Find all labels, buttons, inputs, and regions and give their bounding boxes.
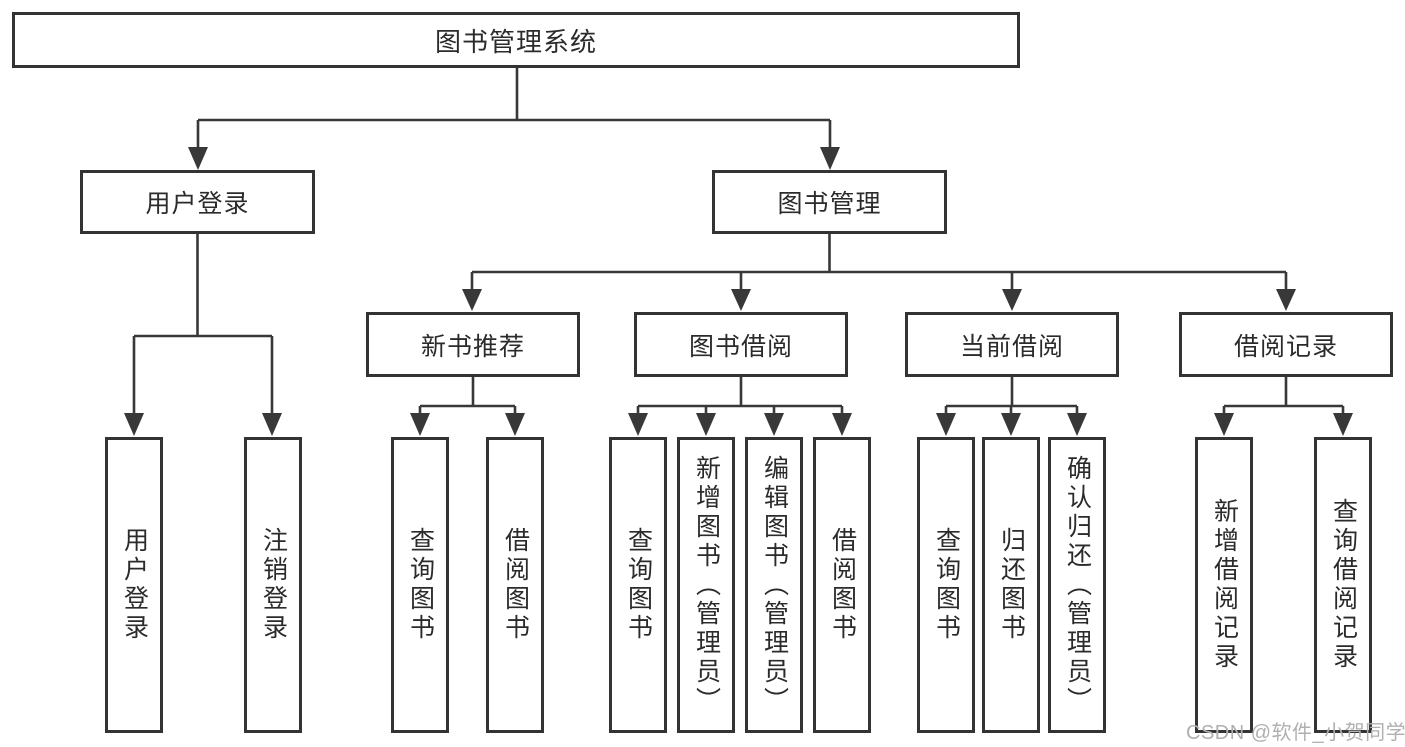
node-label: 当前借阅 — [959, 332, 1064, 361]
leaf-confirm-return-admin: 确认归还（管理员） — [1048, 437, 1106, 733]
node-label: 借阅记录 — [1233, 332, 1338, 361]
leaf-borrow-books-recommend: 借阅图书 — [486, 437, 544, 733]
leaf-edit-book-admin: 编辑图书（管理员） — [745, 437, 803, 733]
node-book-management: 图书管理 — [712, 170, 947, 234]
node-label: 新书推荐 — [420, 332, 525, 361]
node-label: 用户登录 — [120, 527, 149, 643]
node-label: 图书管理系统 — [434, 26, 597, 57]
node-book-borrow: 图书借阅 — [634, 312, 848, 377]
leaf-borrow-books: 借阅图书 — [813, 437, 871, 733]
leaf-logout: 注销登录 — [244, 437, 302, 733]
leaf-query-books-borrow: 查询图书 — [609, 437, 667, 733]
leaf-query-books-recommend: 查询图书 — [391, 437, 449, 733]
node-user-login: 用户登录 — [80, 170, 315, 234]
node-label: 归还图书 — [997, 527, 1026, 643]
node-current-borrow: 当前借阅 — [905, 312, 1119, 377]
node-label: 查询图书 — [406, 527, 435, 643]
node-label: 查询图书 — [624, 527, 653, 643]
leaf-add-book-admin: 新增图书（管理员） — [677, 437, 735, 733]
node-label: 借阅图书 — [828, 527, 857, 643]
node-label: 查询图书 — [932, 527, 961, 643]
node-label: 新增借阅记录 — [1210, 498, 1239, 672]
leaf-query-borrow-record: 查询借阅记录 — [1314, 437, 1372, 733]
node-new-book-recommend: 新书推荐 — [366, 312, 580, 377]
node-library-management-system: 图书管理系统 — [12, 12, 1020, 68]
connector-paths — [132, 68, 1345, 416]
node-label: 借阅图书 — [501, 527, 530, 643]
leaf-return-book: 归还图书 — [982, 437, 1040, 733]
csdn-watermark: CSDN @软件_小贺同学 — [1186, 722, 1405, 744]
node-label: 查询借阅记录 — [1329, 498, 1358, 672]
node-label: 确认归还（管理员） — [1063, 454, 1092, 716]
arrowheads — [124, 147, 1353, 436]
leaf-user-login: 用户登录 — [105, 437, 163, 733]
node-label: 用户登录 — [145, 190, 250, 218]
node-label: 图书管理 — [777, 190, 882, 218]
leaf-query-books-current: 查询图书 — [917, 437, 975, 733]
node-label: 注销登录 — [259, 527, 288, 643]
node-label: 图书借阅 — [688, 332, 793, 361]
node-label: 新增图书（管理员） — [692, 454, 721, 716]
node-borrow-records: 借阅记录 — [1179, 312, 1393, 377]
leaf-add-borrow-record: 新增借阅记录 — [1195, 437, 1253, 733]
node-label: 编辑图书（管理员） — [760, 454, 789, 716]
